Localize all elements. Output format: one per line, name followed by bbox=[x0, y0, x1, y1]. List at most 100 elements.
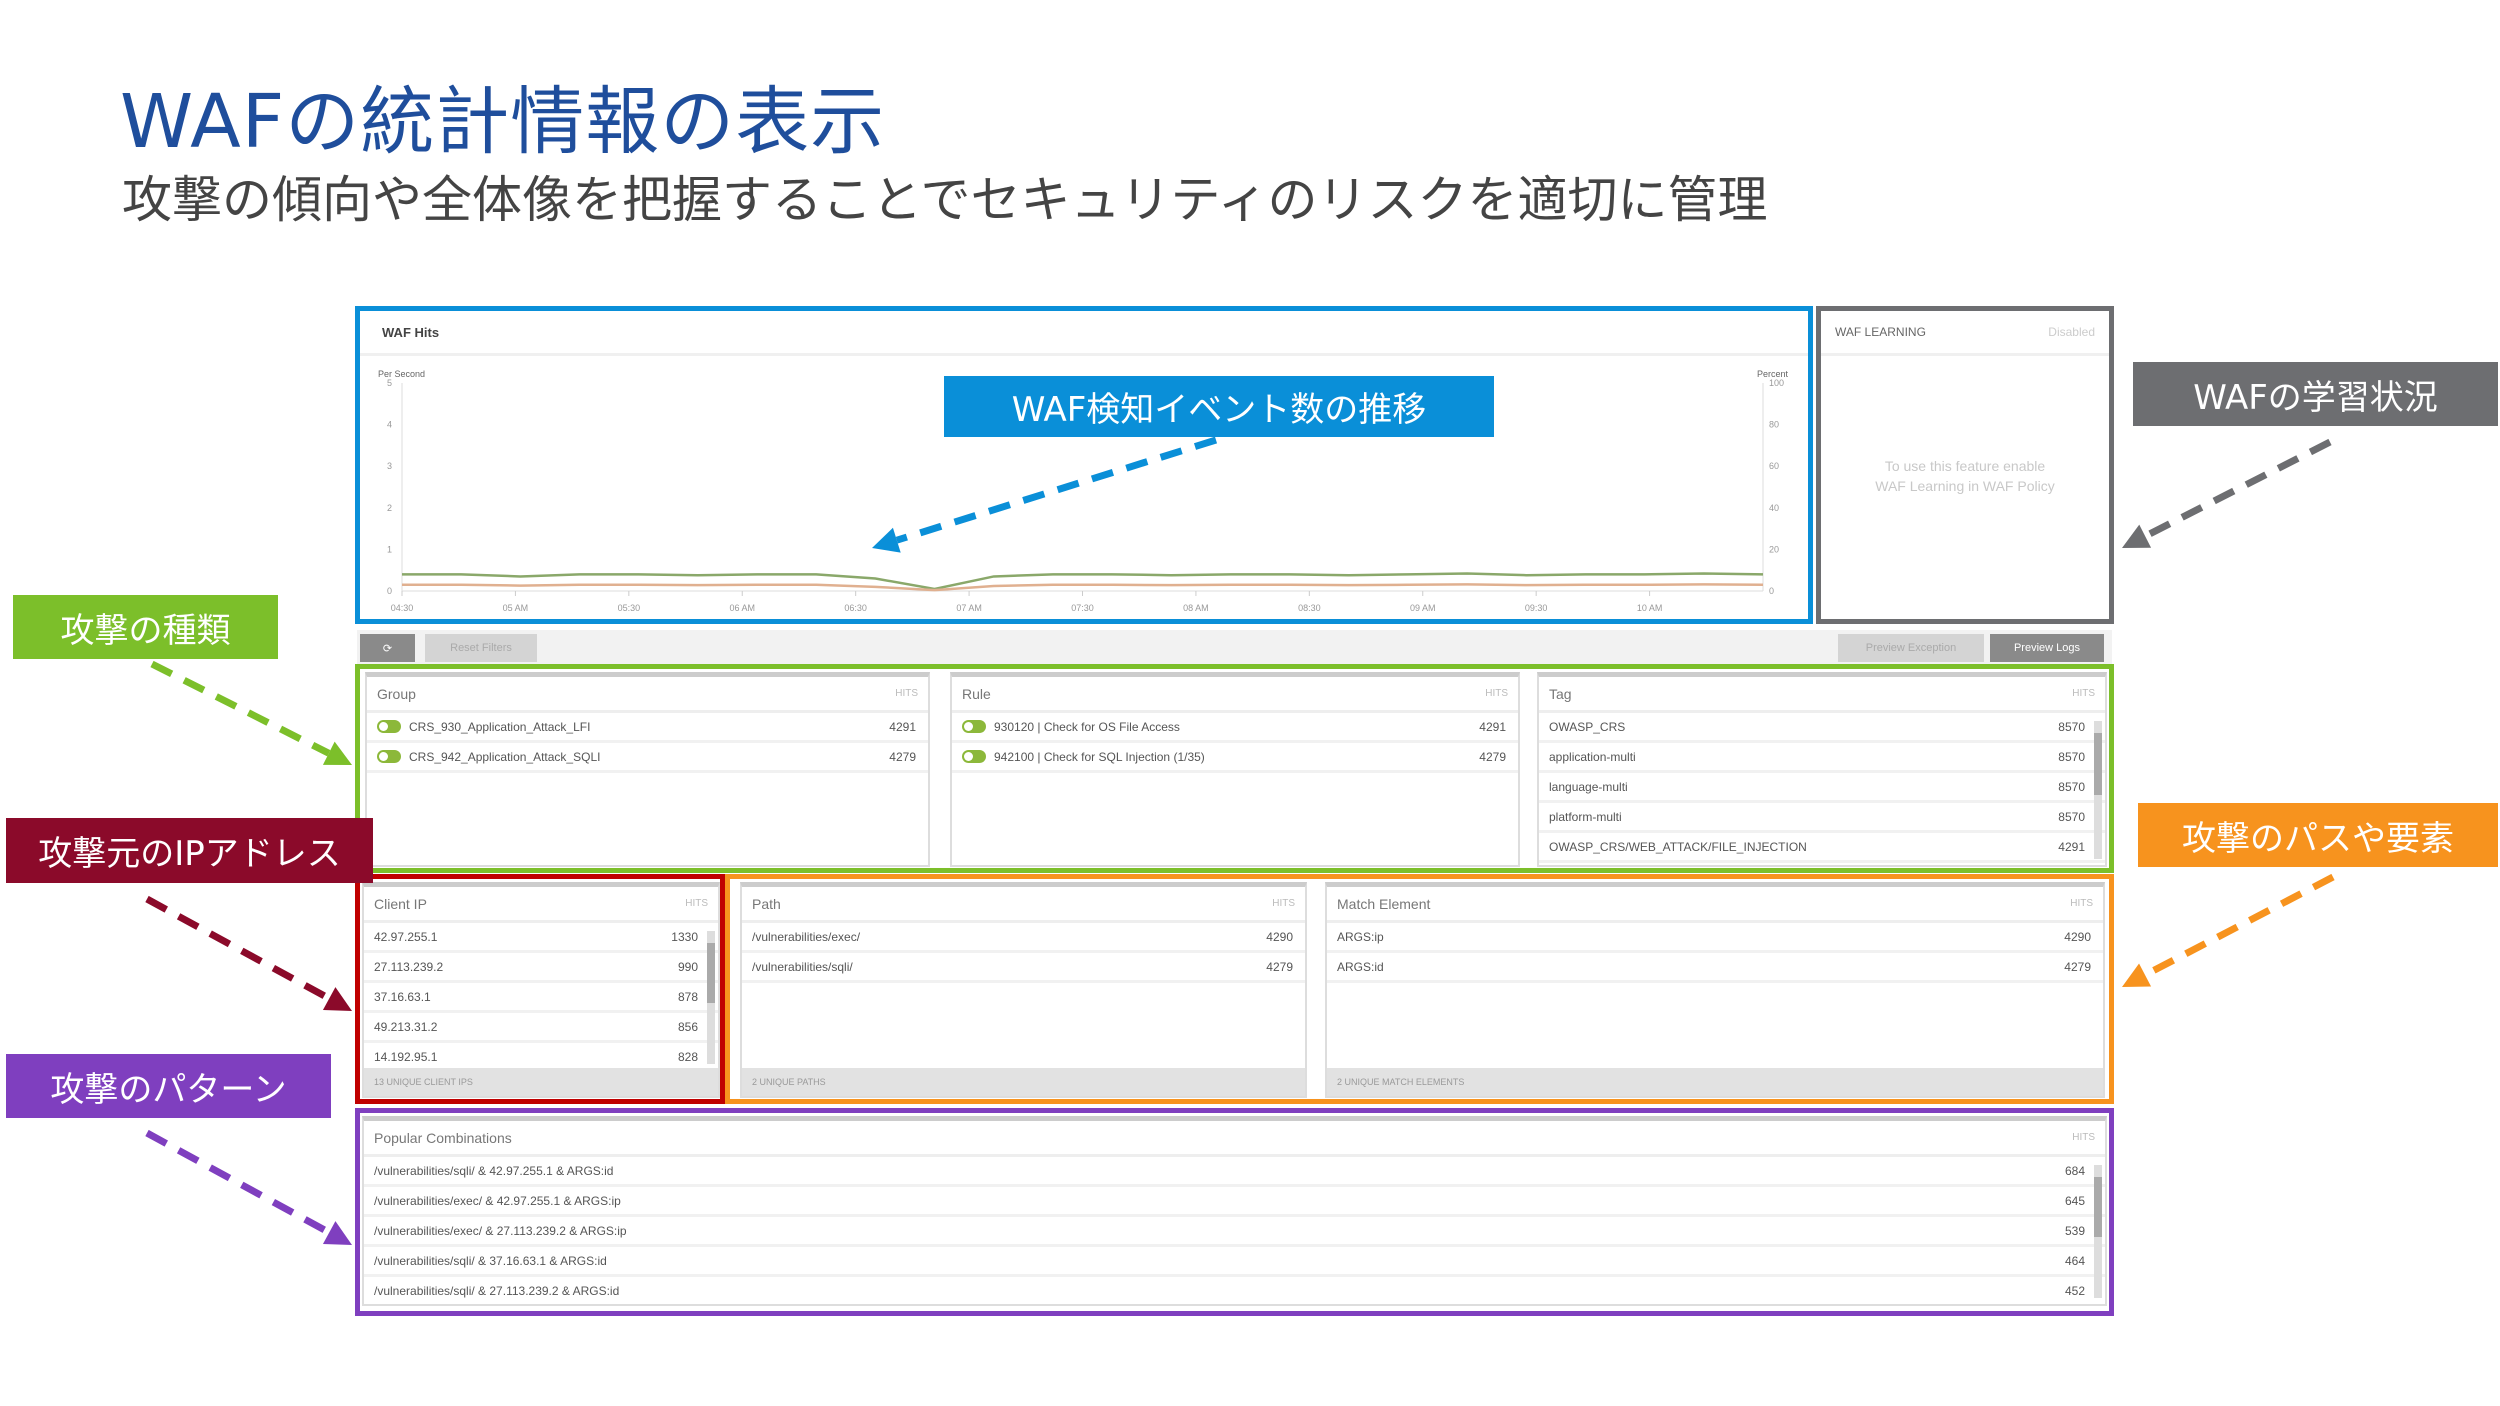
panel-title: Tag bbox=[1549, 685, 1572, 702]
item-label: OWASP_CRS bbox=[1549, 719, 1626, 734]
callout-learning: WAFの学習状況 bbox=[2133, 362, 2498, 426]
hits-header[interactable]: HITS bbox=[2070, 898, 2093, 909]
item-value: 684 bbox=[2064, 1163, 2085, 1178]
hits-header[interactable]: HITS bbox=[1272, 898, 1295, 909]
list-item[interactable]: 27.113.239.2 990 bbox=[364, 953, 718, 983]
item-value: 645 bbox=[2064, 1193, 2085, 1208]
item-label: /vulnerabilities/sqli/ & 37.16.63.1 & AR… bbox=[374, 1253, 607, 1268]
hits-header[interactable]: HITS bbox=[2072, 1132, 2095, 1143]
item-value: 4290 bbox=[2064, 929, 2091, 944]
item-label: 27.113.239.2 bbox=[374, 959, 444, 974]
item-value: 464 bbox=[2064, 1253, 2085, 1268]
item-label: /vulnerabilities/sqli/ bbox=[752, 959, 853, 974]
callout-pattern: 攻撃のパターン bbox=[6, 1054, 331, 1118]
y-tick-label: 4 bbox=[387, 420, 392, 430]
panel-title: Rule bbox=[962, 685, 991, 702]
hits-header[interactable]: HITS bbox=[895, 688, 918, 699]
y-tick-label: 2 bbox=[387, 503, 392, 513]
x-tick-label: 07:30 bbox=[1071, 603, 1094, 613]
item-value: 8570 bbox=[2058, 749, 2085, 764]
item-value: 828 bbox=[677, 1049, 698, 1064]
series-line-hits-green bbox=[402, 572, 1764, 591]
arrow-maroon bbox=[145, 895, 352, 1011]
y-tick-label: 0 bbox=[387, 586, 392, 596]
list-item[interactable]: /vulnerabilities/exec/ & 42.97.255.1 & A… bbox=[364, 1187, 2105, 1217]
list-item[interactable]: /vulnerabilities/exec/4290 bbox=[742, 923, 1305, 953]
hits-header[interactable]: HITS bbox=[685, 898, 708, 909]
learning-message-2: WAF Learning in WAF Policy bbox=[1875, 478, 2055, 494]
list-item[interactable]: CRS_930_Application_Attack_LFI 4291 bbox=[367, 713, 928, 743]
hits-header[interactable]: HITS bbox=[1485, 688, 1508, 699]
panel-title: Match Element bbox=[1337, 895, 1431, 912]
x-tick-label: 06:30 bbox=[844, 603, 867, 613]
item-label: platform-multi bbox=[1549, 809, 1622, 824]
scrollbar[interactable] bbox=[707, 931, 715, 1064]
item-label: /vulnerabilities/sqli/ & 42.97.255.1 & A… bbox=[374, 1163, 614, 1178]
preview-exception-button[interactable]: Preview Exception bbox=[1838, 634, 1984, 662]
toggle-switch[interactable] bbox=[377, 720, 401, 733]
panel-title: Group bbox=[377, 685, 416, 702]
item-value: 1330 bbox=[671, 929, 698, 944]
refresh-button[interactable]: ⟳ bbox=[360, 634, 415, 662]
item-value: 4291 bbox=[889, 719, 916, 734]
list-item[interactable]: OWASP_CRS/WEB_ATTACK/FILE_INJECTION 4291 bbox=[1539, 833, 2105, 863]
item-label: CRS_930_Application_Attack_LFI bbox=[409, 719, 591, 734]
list-item[interactable]: /vulnerabilities/exec/ & 27.113.239.2 & … bbox=[364, 1217, 2105, 1247]
x-tick-label: 07 AM bbox=[956, 603, 982, 613]
list-item[interactable]: platform-multi 8570 bbox=[1539, 803, 2105, 833]
panel-title: Path bbox=[752, 895, 781, 912]
item-value: 539 bbox=[2064, 1223, 2085, 1238]
group-panel: Group HITS CRS_930_Application_Attack_LFI 4… bbox=[365, 672, 930, 867]
item-value: 4290 bbox=[1266, 929, 1293, 944]
learning-title: WAF LEARNING bbox=[1835, 325, 1926, 339]
path-panel: Path HITS/vulnerabilities/exec/4290/vulne… bbox=[740, 882, 1307, 1098]
list-item[interactable]: 942100 | Check for SQL Injection (1/35)4… bbox=[952, 743, 1518, 773]
item-label: OWASP_CRS/WEB_ATTACK/FILE_INJECTION bbox=[1549, 839, 1807, 854]
toggle-switch[interactable] bbox=[962, 720, 986, 733]
learning-status: Disabled bbox=[2048, 325, 2095, 339]
list-item[interactable]: /vulnerabilities/sqli/ & 27.113.239.2 & … bbox=[364, 1277, 2105, 1304]
x-tick-label: 10 AM bbox=[1637, 603, 1663, 613]
toggle-switch[interactable] bbox=[377, 750, 401, 763]
panel-footer: 13 UNIQUE CLIENT IPS bbox=[364, 1068, 718, 1096]
item-label: ARGS:id bbox=[1337, 959, 1384, 974]
reset-filters-button[interactable]: Reset Filters bbox=[425, 634, 537, 662]
callout-source-ip: 攻撃元のIPアドレス bbox=[6, 818, 373, 883]
list-item[interactable]: application-multi 8570 bbox=[1539, 743, 2105, 773]
item-value: 990 bbox=[677, 959, 698, 974]
hits-header[interactable]: HITS bbox=[2072, 688, 2095, 699]
x-tick-label: 08 AM bbox=[1183, 603, 1209, 613]
item-value: 8570 bbox=[2058, 809, 2085, 824]
list-item[interactable]: /vulnerabilities/sqli/4279 bbox=[742, 953, 1305, 983]
item-label: application-multi bbox=[1549, 749, 1636, 764]
item-value: 4291 bbox=[2058, 839, 2085, 854]
frame-source-ip bbox=[355, 874, 725, 1104]
item-label: 942100 | Check for SQL Injection (1/35) bbox=[994, 749, 1205, 764]
scrollbar[interactable] bbox=[2094, 1165, 2102, 1298]
callout-path-element: 攻撃のパスや要素 bbox=[2138, 803, 2498, 867]
preview-logs-button[interactable]: Preview Logs bbox=[1990, 634, 2104, 662]
panel-title: Client IP bbox=[374, 895, 427, 912]
toggle-switch[interactable] bbox=[962, 750, 986, 763]
list-item[interactable]: /vulnerabilities/sqli/ & 42.97.255.1 & A… bbox=[364, 1157, 2105, 1187]
frame-hits bbox=[355, 306, 1813, 624]
scrollbar[interactable] bbox=[2094, 721, 2102, 859]
arrow-green bbox=[150, 660, 352, 765]
list-item[interactable]: /vulnerabilities/sqli/ & 37.16.63.1 & AR… bbox=[364, 1247, 2105, 1277]
slide-title: WAFの統計情報の表示 bbox=[120, 79, 886, 165]
x-tick-label: 05:30 bbox=[618, 603, 641, 613]
